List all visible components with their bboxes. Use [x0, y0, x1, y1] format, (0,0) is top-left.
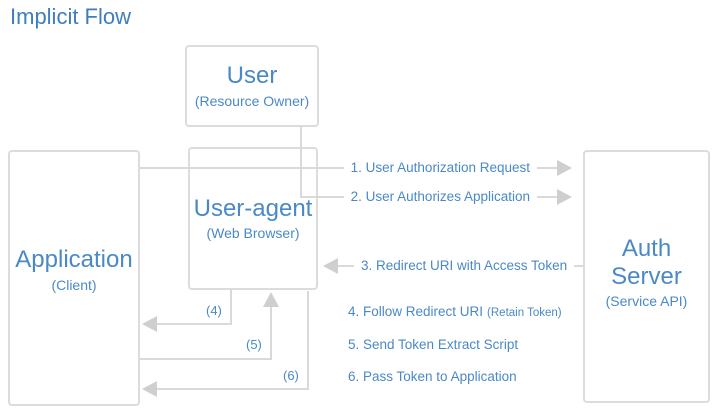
arrow-1: 1. User Authorization Request — [140, 158, 572, 178]
auth-server-box-subtitle: (Service API) — [605, 293, 688, 310]
arrow-3-line-right — [574, 265, 584, 267]
step-1-label: 1. User Authorization Request — [350, 160, 530, 175]
step-4-text: 4. Follow Redirect URI — [348, 304, 484, 319]
page-title: Implicit Flow — [10, 4, 132, 29]
user-agent-box-title: User-agent — [193, 194, 313, 222]
arrow-4-vertical-line — [230, 290, 232, 325]
arrow-up-icon — [263, 292, 279, 307]
step-5-label: 5. Send Token Extract Script — [348, 337, 519, 352]
arrow-2-line-left — [301, 196, 344, 198]
user-to-arrow2-connector-line — [300, 127, 302, 198]
arrow-4-horizontal-line — [157, 323, 232, 325]
user-box-subtitle: (Resource Owner) — [194, 92, 310, 109]
user-agent-box-subtitle: (Web Browser) — [206, 225, 300, 242]
arrow-6-vertical-line — [307, 291, 309, 390]
step-4-marker: (4) — [206, 303, 222, 318]
step-2-label: 2. User Authorizes Application — [350, 189, 530, 204]
auth-server-box-title: Auth Server — [611, 235, 682, 290]
user-agent-box: User-agent (Web Browser) — [188, 147, 318, 290]
step-6-marker: (6) — [283, 368, 299, 383]
arrow-2: 2. User Authorizes Application — [301, 187, 572, 207]
arrow-3-line-left — [338, 265, 354, 267]
step-3-label: 3. Redirect URI with Access Token — [361, 258, 568, 273]
arrow-left-icon — [142, 381, 157, 397]
step-4-note: (Retain Token) — [487, 307, 562, 319]
user-box-title: User — [226, 62, 278, 90]
arrow-left-icon — [323, 258, 338, 274]
auth-server-box: Auth Server (Service API) — [583, 150, 710, 403]
arrow-5-horizontal-line — [140, 358, 272, 360]
arrow-1-line-left — [140, 167, 344, 169]
application-box-subtitle: (Client) — [51, 276, 97, 293]
arrow-right-icon — [557, 160, 572, 176]
arrow-3: 3. Redirect URI with Access Token — [323, 256, 584, 276]
arrow-2-line-right — [537, 196, 557, 198]
arrow-6-horizontal-line — [157, 388, 309, 390]
step-6-label: 6. Pass Token to Application — [348, 369, 517, 384]
arrow-right-icon — [557, 189, 572, 205]
user-box: User (Resource Owner) — [185, 45, 319, 127]
application-box: Application (Client) — [8, 150, 140, 406]
arrow-5-vertical-line — [270, 306, 272, 360]
step-5-marker: (5) — [246, 337, 262, 352]
step-4-label: 4. Follow Redirect URI(Retain Token) — [348, 304, 562, 321]
arrow-1-line-right — [537, 167, 557, 169]
arrow-left-icon — [142, 316, 157, 332]
application-box-title: Application — [15, 246, 133, 274]
